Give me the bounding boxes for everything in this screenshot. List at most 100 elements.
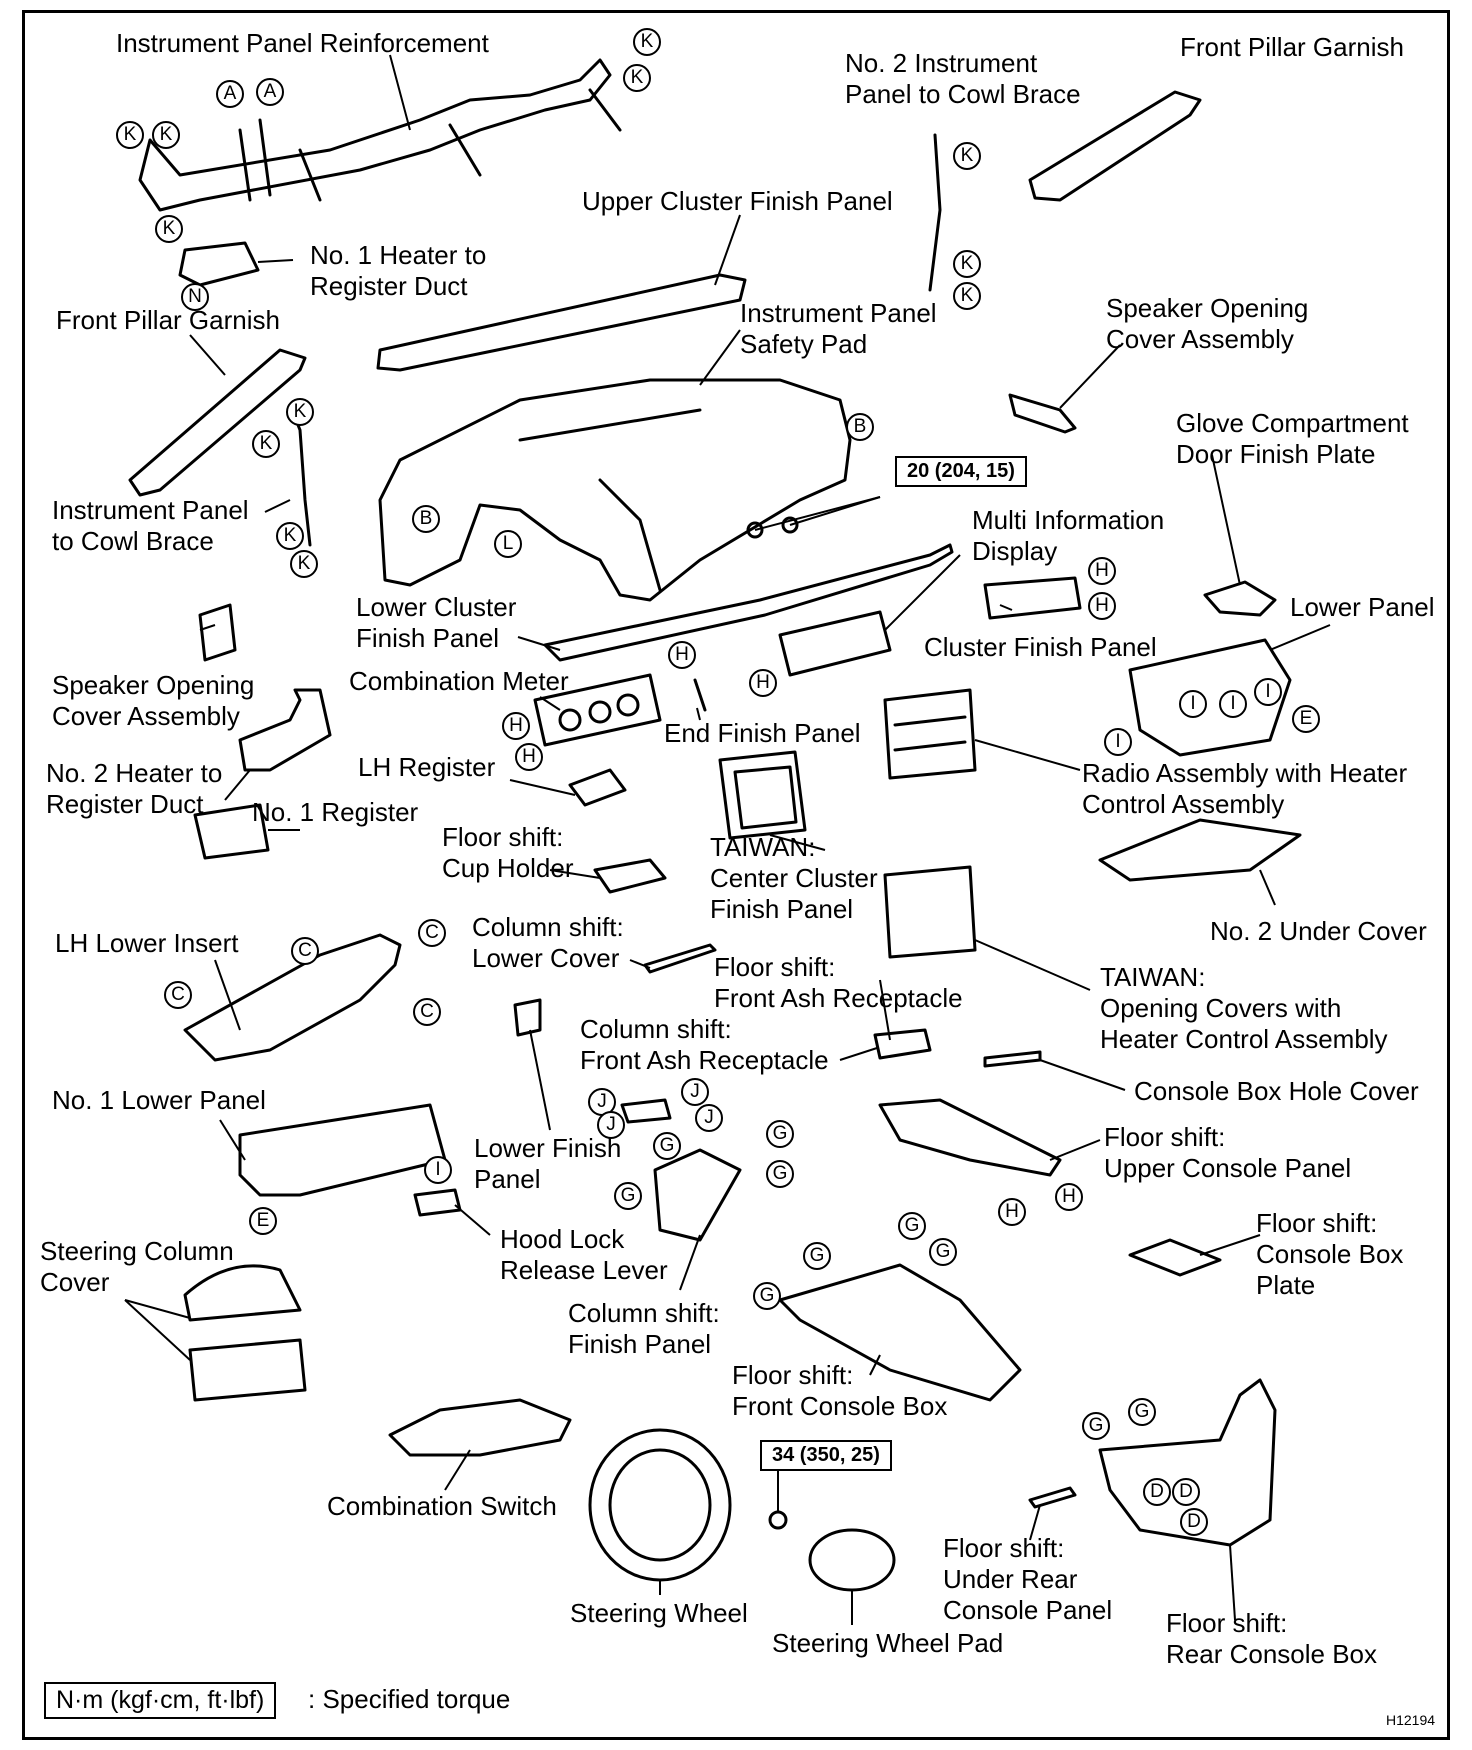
clip-i-marker: I — [1104, 728, 1132, 756]
clip-g-marker: G — [1128, 1398, 1156, 1426]
cluster-finish-panel-part — [983, 576, 1082, 620]
front-ash-column-part — [620, 1098, 672, 1124]
clip-k-marker: K — [155, 215, 183, 243]
figure-id: H12194 — [1386, 1712, 1436, 1728]
clip-h-marker: H — [1088, 557, 1116, 585]
clip-g-marker: G — [1082, 1412, 1110, 1440]
combination-meter-part — [533, 673, 662, 747]
clip-k-marker: K — [953, 250, 981, 278]
clip-b-marker: B — [412, 505, 440, 533]
clip-k-marker: K — [276, 522, 304, 550]
clip-i-marker: I — [1219, 690, 1247, 718]
label-front-pillar-garnish-left: Front Pillar Garnish — [56, 305, 280, 335]
label-front-pillar-garnish-right: Front Pillar Garnish — [1180, 32, 1404, 62]
reinforcement-part — [138, 58, 612, 212]
clip-i-marker: I — [424, 1156, 452, 1184]
clip-g-marker: G — [803, 1242, 831, 1270]
diagram-frame — [22, 10, 1450, 1740]
clip-a-marker: A — [256, 78, 284, 106]
label-no1-register: No. 1 Register — [252, 797, 419, 827]
glove-plate-part — [1203, 580, 1277, 617]
lower-finish-panel-part — [513, 998, 542, 1037]
label-combination-switch: Combination Switch — [327, 1491, 557, 1521]
clip-g-marker: G — [929, 1238, 957, 1266]
clip-h-marker: H — [1088, 592, 1116, 620]
clip-d-marker: D — [1180, 1508, 1208, 1536]
clip-k-marker: K — [953, 142, 981, 170]
label-end-finish-panel: End Finish Panel — [664, 718, 861, 748]
label-column-lower-cover: Column shift:Lower Cover — [472, 912, 624, 973]
clip-k-marker: K — [116, 121, 144, 149]
clip-g-marker: G — [753, 1282, 781, 1310]
clip-k-marker: K — [152, 121, 180, 149]
torque-box-steering-wheel: 34 (350, 25) — [760, 1440, 892, 1471]
clip-k-marker: K — [286, 398, 314, 426]
label-lh-register: LH Register — [358, 752, 496, 782]
clip-j-marker: J — [597, 1111, 625, 1139]
speaker-cover-left-part — [198, 603, 237, 662]
steering-wheel-pad-part — [808, 1528, 896, 1592]
label-lh-lower-insert: LH Lower Insert — [55, 928, 239, 958]
label-cup-holder: Floor shift:Cup Holder — [442, 822, 574, 883]
clip-n-marker: N — [181, 283, 209, 311]
clip-j-marker: J — [681, 1078, 709, 1106]
front-ash-floor-part — [873, 1028, 932, 1060]
no2-heater-duct-part — [238, 688, 332, 772]
clip-h-marker: H — [515, 743, 543, 771]
multi-info-display-part — [778, 610, 892, 677]
clip-e-marker: E — [249, 1207, 277, 1235]
label-lower-panel: Lower Panel — [1290, 592, 1435, 622]
clip-g-marker: G — [898, 1212, 926, 1240]
clip-h-marker: H — [668, 641, 696, 669]
upper-console-part — [878, 1098, 1062, 1177]
clip-i-marker: I — [1254, 678, 1282, 706]
opening-covers-part — [883, 865, 977, 959]
clip-k-marker: K — [290, 550, 318, 578]
label-cluster-finish-panel: Cluster Finish Panel — [924, 632, 1157, 662]
column-finish-panel-part — [653, 1148, 742, 1242]
clip-c-marker: C — [413, 998, 441, 1026]
safety-pad-part — [378, 378, 852, 602]
clip-g-marker: G — [766, 1120, 794, 1148]
lh-register-part — [568, 768, 627, 807]
front-pillar-garnish-left-part — [128, 348, 307, 497]
end-finish-panel-part — [693, 678, 707, 712]
clip-j-marker: J — [695, 1104, 723, 1132]
steering-column-cover-part — [183, 1264, 302, 1322]
clip-k-marker: K — [252, 430, 280, 458]
hole-cover-part — [983, 1050, 1042, 1068]
clip-d-marker: D — [1143, 1478, 1171, 1506]
label-upper-console: Floor shift:Upper Console Panel — [1104, 1122, 1352, 1183]
clip-i-marker: I — [1179, 690, 1207, 718]
torque-box-safety-pad: 20 (204, 15) — [895, 456, 1027, 487]
lh-lower-insert-part — [183, 933, 402, 1062]
clip-c-marker: C — [418, 919, 446, 947]
clip-d-marker: D — [1172, 1478, 1200, 1506]
label-front-console-box: Floor shift:Front Console Box — [732, 1360, 948, 1421]
no1-heater-duct-part — [178, 241, 260, 287]
clip-g-marker: G — [614, 1182, 642, 1210]
clip-k-marker: K — [623, 64, 651, 92]
no1-register-part — [193, 803, 270, 860]
clip-h-marker: H — [1055, 1183, 1083, 1211]
clip-h-marker: H — [502, 712, 530, 740]
clip-k-marker: K — [953, 282, 981, 310]
label-combination-meter: Combination Meter — [349, 666, 569, 696]
